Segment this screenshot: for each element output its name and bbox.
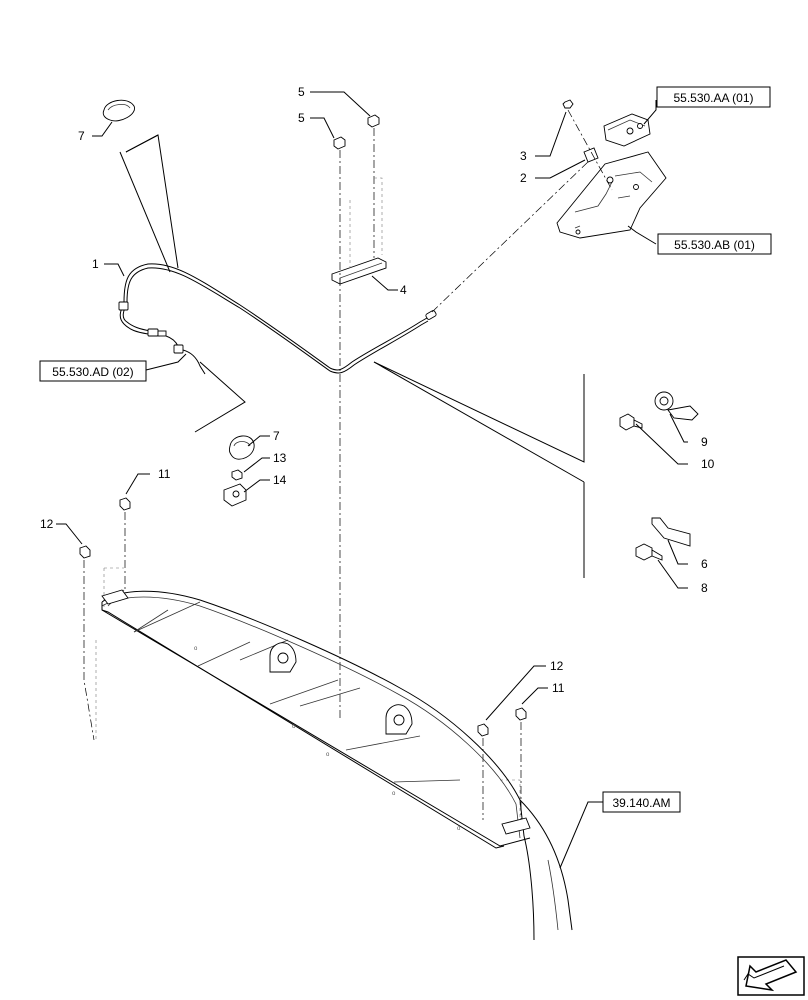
callout-3: 3 (520, 149, 527, 163)
nut-3[interactable] (562, 99, 574, 109)
ref-label-aa: 55.530.AA (01) (673, 91, 753, 105)
callout-11-right: 11 (552, 681, 565, 695)
grommet-7-top[interactable] (102, 99, 135, 122)
callout-5-bottom: 5 (298, 111, 305, 125)
ghost-lines-4 (349, 177, 383, 268)
bolt-5b[interactable] (367, 114, 380, 128)
callout-6: 6 (701, 557, 708, 571)
ref-box-55-530-ab[interactable]: 55.530.AB (01) (657, 233, 772, 255)
break-line-top (125, 134, 179, 269)
break-line-top-left (119, 151, 171, 273)
ref-box-55-530-ad[interactable]: 55.530.AD (02) (39, 360, 147, 382)
panel-mark-2: o (326, 752, 330, 758)
centerline-connector (431, 159, 591, 313)
callout-11-left: 11 (158, 467, 171, 481)
callout-13: 13 (273, 451, 287, 465)
callout-7-mid: 7 (273, 429, 280, 443)
wire-harness[interactable] (118, 263, 437, 375)
callout-8: 8 (701, 581, 708, 595)
ref-label-am: 39.140.AM (612, 796, 670, 810)
clamp-14[interactable] (223, 483, 247, 507)
callout-14: 14 (273, 473, 287, 487)
bolt-5a[interactable] (333, 136, 346, 150)
cab-panel (95, 589, 573, 941)
screw-13[interactable] (231, 469, 243, 481)
ref-label-ad: 55.530.AD (02) (52, 365, 133, 379)
switch-module[interactable] (603, 113, 651, 147)
callout-12-right: 12 (550, 659, 564, 673)
fastener-12-left[interactable] (79, 545, 91, 559)
break-line-right-diag (373, 361, 585, 483)
ref-label-ab: 55.530.AB (01) (674, 238, 755, 252)
ref-box-39-140-am[interactable]: 39.140.AM (602, 791, 681, 813)
centerline-fasteners-right (482, 722, 522, 830)
panel-mark-3: o (392, 791, 396, 797)
bracket-assembly[interactable] (556, 151, 667, 239)
callout-9: 9 (701, 435, 708, 449)
fastener-11-right[interactable] (515, 707, 527, 721)
callout-2: 2 (520, 171, 527, 185)
clip-2[interactable] (583, 147, 599, 163)
clamp-9[interactable] (654, 391, 699, 421)
callout-4: 4 (400, 283, 407, 297)
ref-box-55-530-aa[interactable]: 55.530.AA (01) (656, 86, 771, 108)
callout-12-left: 12 (40, 517, 54, 531)
panel-mark-5: o (194, 646, 198, 652)
break-line-right (373, 361, 585, 463)
break-line-bottom (194, 361, 246, 433)
panel-mark-4: o (457, 826, 461, 832)
fastener-12-right[interactable] (477, 723, 489, 737)
centerline-fasteners-left (83, 512, 126, 741)
bolt-10[interactable] (619, 413, 643, 431)
ghost-lines-fasteners (103, 567, 521, 826)
callout-5-top: 5 (298, 85, 305, 99)
grommet-7-mid[interactable] (228, 435, 255, 460)
callout-10: 10 (701, 457, 715, 471)
navigation-arrow-icon[interactable] (737, 956, 805, 996)
fastener-11-left[interactable] (119, 497, 131, 511)
break-line-top-tick (125, 134, 159, 153)
centerline-3 (567, 109, 613, 191)
leader-lines (56, 91, 688, 869)
panel-mark-1: o (292, 724, 296, 730)
bolt-8[interactable] (635, 543, 663, 561)
callout-1: 1 (92, 257, 99, 271)
callout-7-top: 7 (78, 129, 85, 143)
bracket-6[interactable] (651, 517, 691, 547)
